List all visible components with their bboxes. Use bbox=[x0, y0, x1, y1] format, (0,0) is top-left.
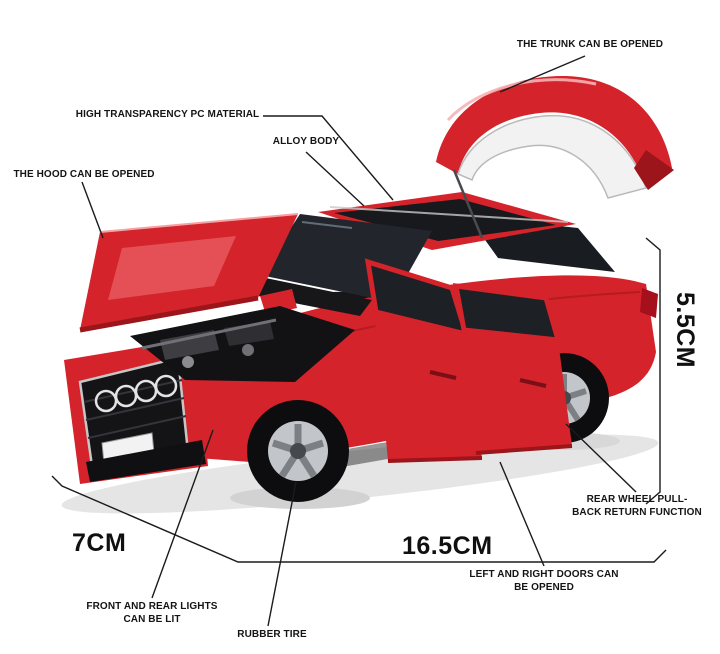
annotation-lines bbox=[51, 55, 667, 627]
rear-wheel-label: REAR WHEEL PULL-BACK RETURN FUNCTION bbox=[572, 494, 702, 518]
height-dimension-line bbox=[645, 237, 661, 505]
liftgate-strut bbox=[452, 169, 484, 239]
liftgate-inner-panel bbox=[457, 114, 647, 199]
hood-label: THE HOOD CAN BE OPENED bbox=[13, 169, 155, 180]
alloy-body-label: ALLOY BODY bbox=[272, 136, 340, 147]
lights-label: FRONT AND REAR LIGHTS CAN BE LIT bbox=[86, 601, 218, 625]
front-door-open bbox=[364, 258, 483, 463]
length-dimension-label: 16.5CM bbox=[402, 532, 493, 560]
tire-label: RUBBER TIRE bbox=[237, 629, 307, 640]
pc-material-leader-line bbox=[263, 115, 394, 201]
trunk-leader-line bbox=[499, 55, 586, 93]
taillight bbox=[640, 288, 658, 318]
depth-length-dimension-line bbox=[51, 475, 667, 563]
lights-leader-line bbox=[151, 429, 214, 599]
car bbox=[61, 75, 674, 514]
depth-dimension-label: 7CM bbox=[72, 529, 127, 557]
rear-door-open bbox=[452, 283, 573, 455]
liftgate-open bbox=[436, 75, 674, 239]
tire-leader-line bbox=[267, 481, 297, 627]
doors-label: LEFT AND RIGHT DOORS CAN BE OPENED bbox=[469, 569, 619, 593]
audi-rings-icon bbox=[94, 374, 178, 413]
trunk-label: THE TRUNK CAN BE OPENED bbox=[516, 39, 664, 50]
hood-panel bbox=[79, 213, 299, 333]
pc-material-label: HIGH TRANSPARENCY PC MATERIAL bbox=[75, 109, 260, 120]
ground-shadow bbox=[61, 434, 659, 514]
front-wheel bbox=[247, 400, 349, 502]
height-dimension-label: 5.5CM bbox=[671, 292, 699, 369]
rear-wheel-leader-line bbox=[565, 423, 637, 493]
alloy-body-leader-line bbox=[305, 151, 365, 207]
sunroof-glass bbox=[334, 199, 556, 241]
doors-leader-line bbox=[499, 461, 545, 567]
hood-leader-line bbox=[81, 181, 104, 239]
